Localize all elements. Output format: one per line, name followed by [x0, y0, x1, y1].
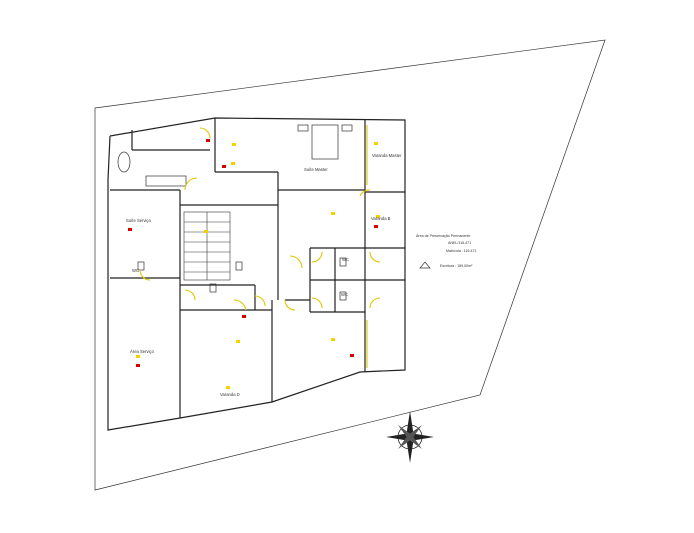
room-wc-left: WC	[132, 268, 139, 273]
legend-title: Área de Preservação Permanente	[416, 234, 470, 238]
fixtures	[117, 124, 353, 301]
legend-line3: Escritura : 189,00m²	[440, 264, 473, 268]
compass-rose-icon	[386, 411, 434, 463]
legend-line1: ANEL/116.471	[448, 241, 471, 245]
room-varanda-b: Varanda B	[371, 216, 391, 221]
staircase	[183, 211, 231, 281]
triangle-icon	[419, 261, 431, 269]
electrical-markers	[128, 139, 380, 389]
lot-boundary	[94, 39, 606, 491]
doors	[139, 125, 381, 368]
legend: Área de Preservação Permanente ANEL/116.…	[416, 234, 477, 269]
room-suite-master: Suíte Master	[304, 167, 328, 172]
room-area-servico: Área Serviço	[130, 349, 155, 354]
room-varanda-master: Varanda Master	[372, 153, 402, 158]
legend-line2: Matrícula : 116.471	[446, 249, 477, 253]
building-outline	[107, 117, 406, 431]
room-wc-right: WC	[341, 292, 348, 297]
room-labels: Suíte Master Varanda Master Suíte Serviç…	[126, 153, 402, 397]
room-varanda-d: Varanda D	[220, 392, 240, 397]
room-wc-center: WC	[342, 257, 349, 262]
room-suite-servico: Suíte Serviço	[126, 218, 152, 223]
